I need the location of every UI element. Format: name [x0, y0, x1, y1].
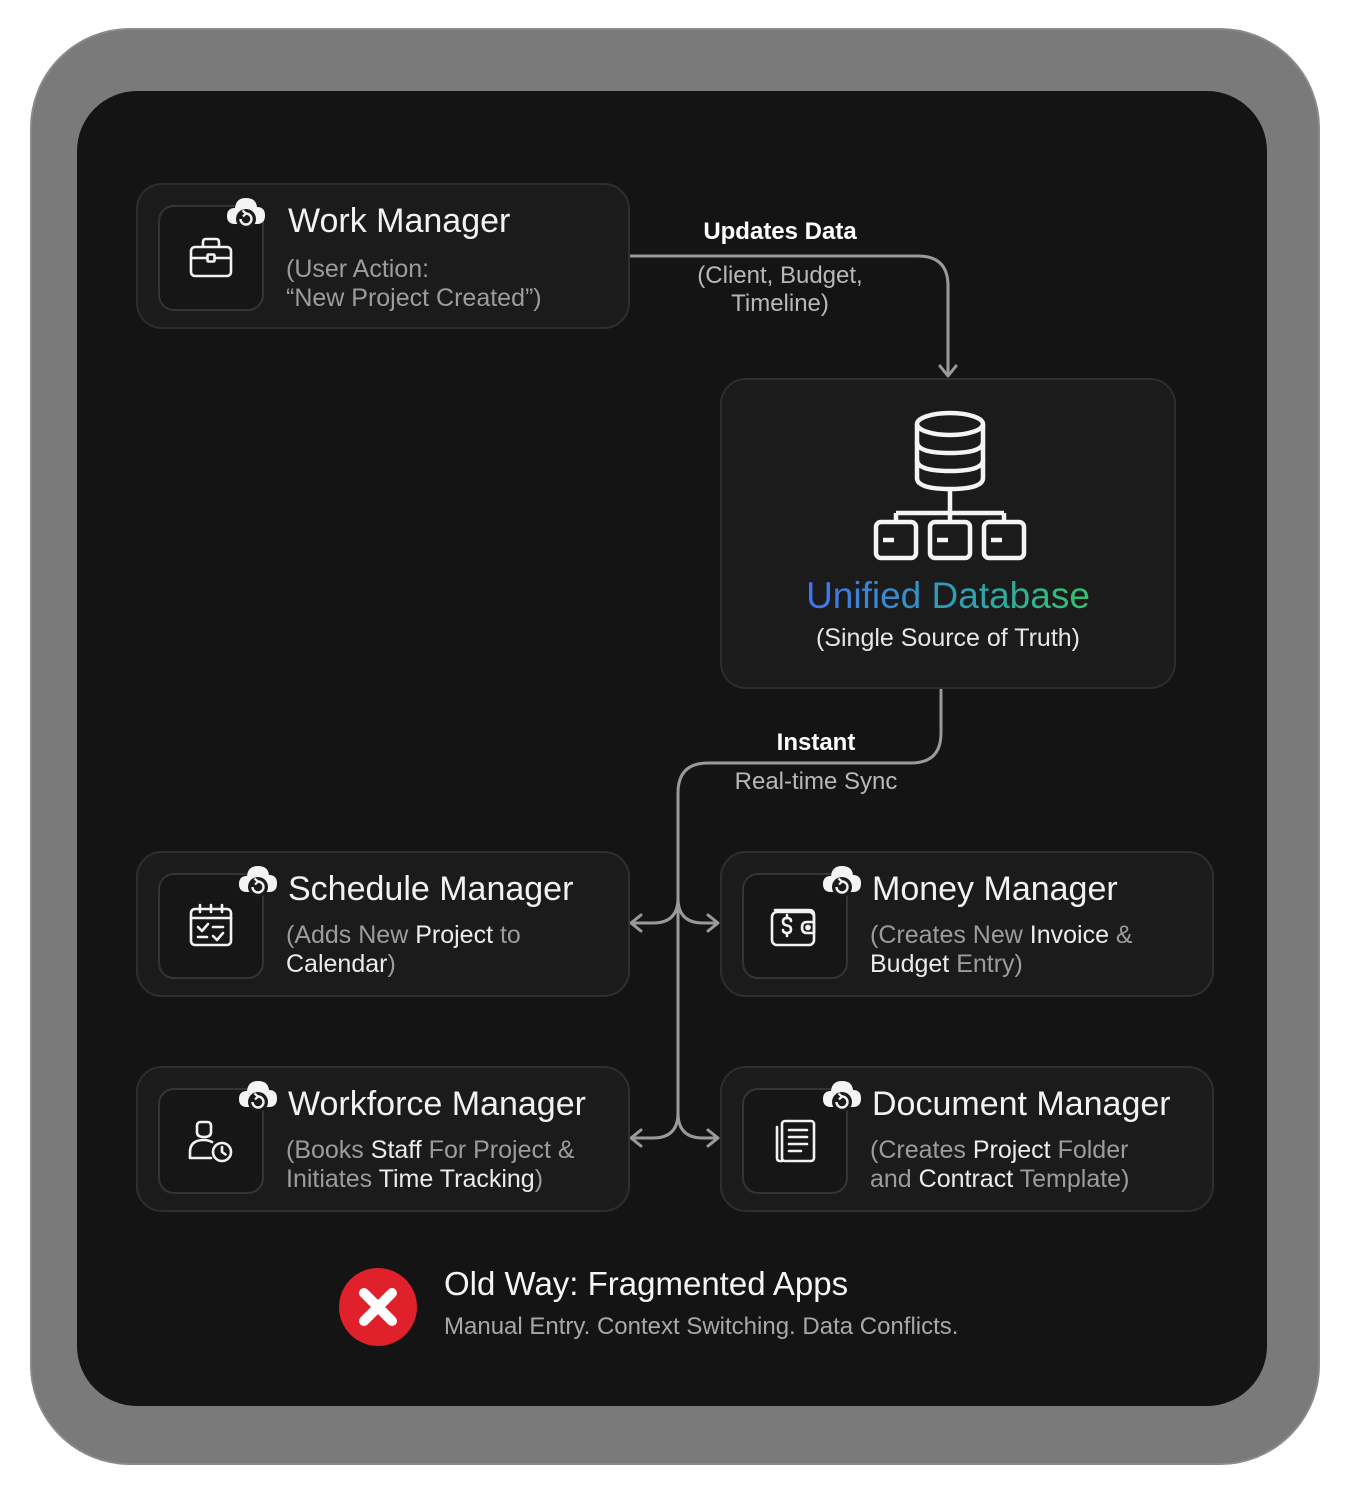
- person-clock-icon: [188, 1120, 233, 1163]
- work-manager-desc-line2: “New Project Created”): [286, 284, 542, 312]
- workforce-manager-card: Workforce Manager (Books Staff For Proje…: [136, 1066, 630, 1212]
- instant-detail: Real-time Sync: [734, 768, 898, 795]
- schedule-manager-desc-line2: Calendar): [286, 950, 396, 978]
- cloud-sync-icon: [239, 866, 277, 897]
- instant-label: Instant: [776, 729, 856, 756]
- document-manager-desc-line2: and Contract Template): [870, 1165, 1130, 1193]
- schedule-manager-desc-line1: (Adds New Project to: [286, 921, 521, 949]
- money-manager-desc-line2: Budget Entry): [870, 950, 1023, 978]
- workforce-manager-desc-line2: Initiates Time Tracking): [286, 1165, 544, 1193]
- updates-data-detail-line2: Timeline): [731, 290, 829, 317]
- document-manager-desc-line1: (Creates Project Folder: [870, 1136, 1129, 1164]
- cloud-sync-icon: [239, 1081, 277, 1112]
- document-icon: [775, 1119, 816, 1163]
- unified-database-title: Unified Database: [806, 575, 1090, 616]
- wallet-dollar-icon: [770, 908, 816, 947]
- money-manager-card: Money Manager (Creates New Invoice & Bud…: [720, 851, 1214, 997]
- work-manager-title: Work Manager: [288, 202, 511, 240]
- work-manager-desc-line1: (User Action:: [286, 255, 430, 283]
- updates-data-label: Updates Data: [703, 218, 857, 245]
- cloud-sync-icon: [823, 1081, 861, 1112]
- money-manager-title: Money Manager: [872, 870, 1118, 908]
- cloud-sync-icon: [823, 866, 861, 897]
- workforce-manager-desc-line1: (Books Staff For Project &: [286, 1136, 575, 1164]
- workforce-manager-title: Workforce Manager: [288, 1085, 586, 1123]
- red-x-icon: [339, 1268, 417, 1346]
- work-manager-card: Work Manager (User Action: “New Project …: [136, 183, 630, 329]
- updates-data-detail-line1: (Client, Budget,: [697, 262, 863, 289]
- schedule-manager-card: Schedule Manager (Adds New Project to Ca…: [136, 851, 630, 997]
- cloud-sync-icon: [227, 198, 265, 229]
- unified-database-card: Unified Database (Single Source of Truth…: [720, 378, 1176, 689]
- document-manager-card: Document Manager (Creates Project Folder…: [720, 1066, 1214, 1212]
- document-manager-title: Document Manager: [872, 1085, 1171, 1123]
- database-network-icon: [873, 410, 1027, 561]
- briefcase-icon: [189, 237, 233, 278]
- unified-database-subtitle: (Single Source of Truth): [815, 624, 1080, 652]
- calendar-check-icon: [189, 903, 233, 947]
- old-way-title: Old Way: Fragmented Apps: [444, 1265, 849, 1302]
- old-way-description: Manual Entry. Context Switching. Data Co…: [444, 1313, 959, 1340]
- schedule-manager-title: Schedule Manager: [288, 870, 574, 908]
- money-manager-desc-line1: (Creates New Invoice &: [870, 921, 1133, 949]
